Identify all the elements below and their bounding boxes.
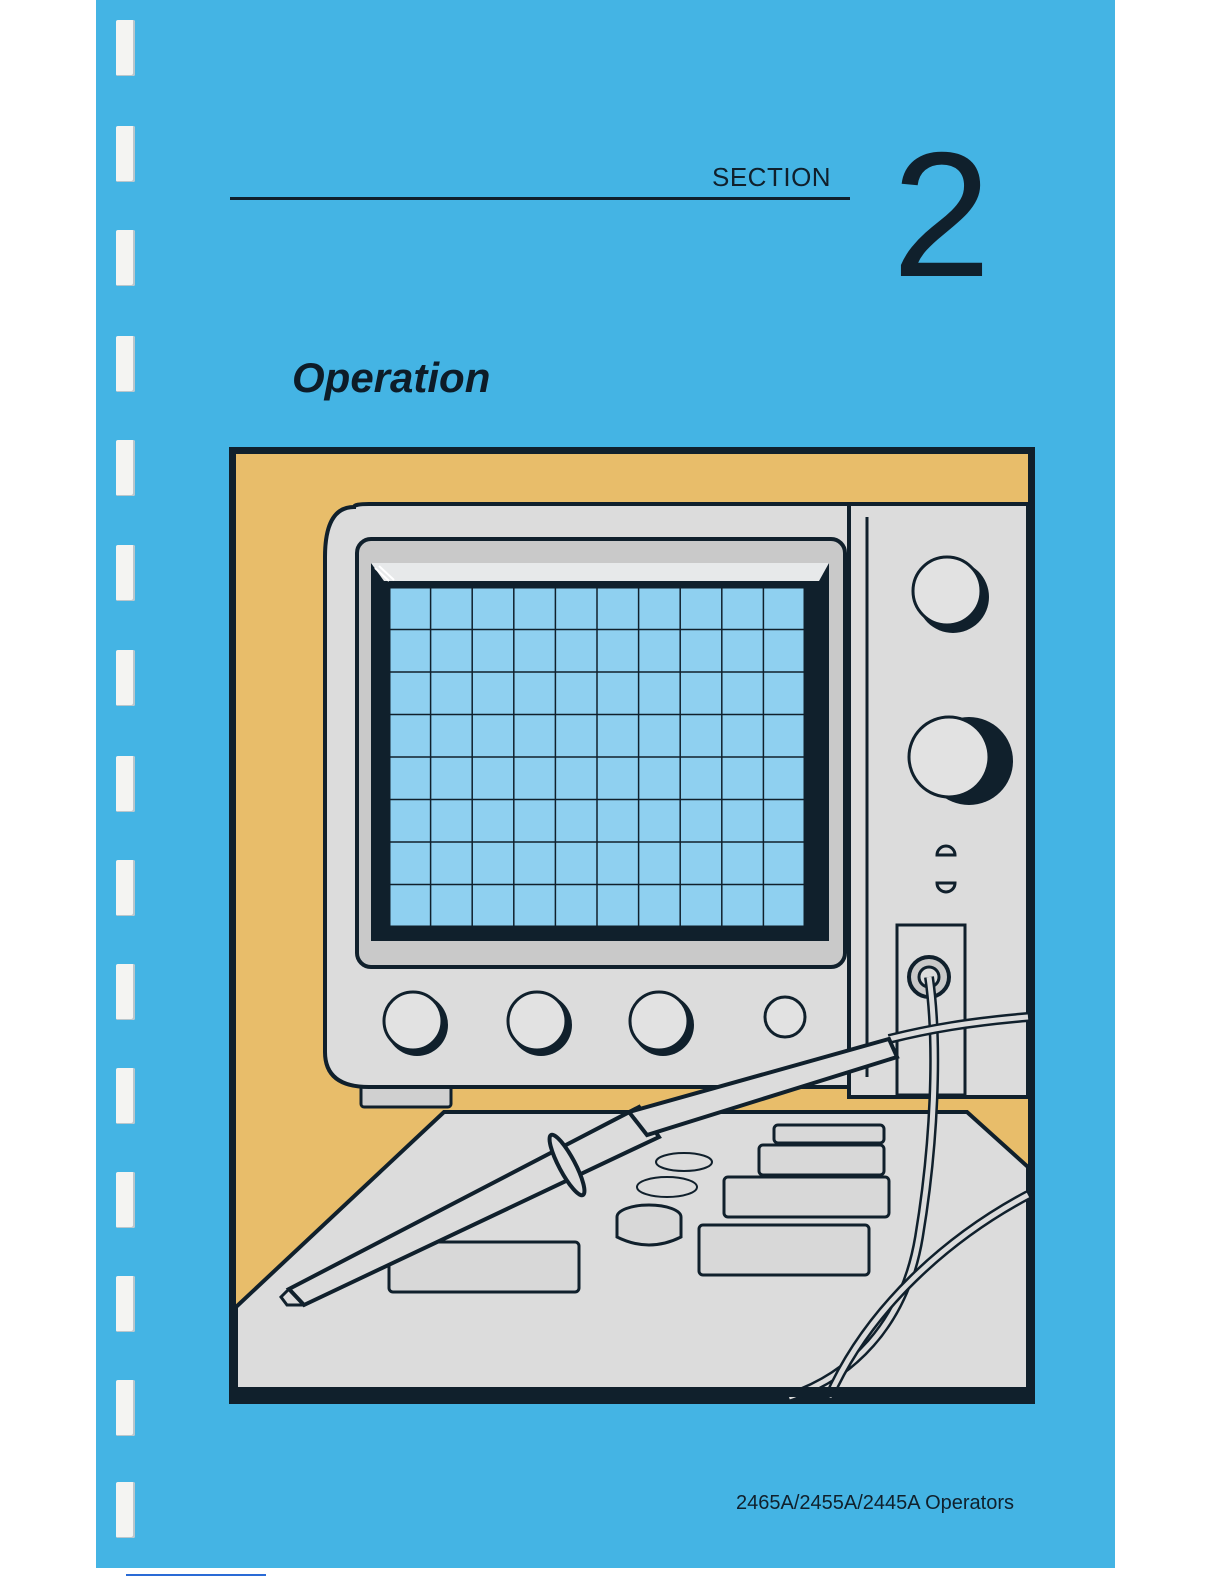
binding-hole [116, 860, 135, 916]
binding-hole [116, 126, 135, 182]
binding-hole [116, 1276, 135, 1332]
binding-hole [116, 1482, 135, 1538]
oscilloscope-illustration [229, 447, 1035, 1404]
binding-hole [116, 1172, 135, 1228]
binding-hole [116, 336, 135, 392]
page-title: Operation [292, 354, 490, 402]
header-rule [230, 197, 850, 200]
binding-hole [116, 1068, 135, 1124]
crt-screen [389, 587, 805, 927]
binding-hole [116, 964, 135, 1020]
binding-hole [116, 650, 135, 706]
section-label: SECTION [712, 162, 831, 193]
binding-hole [116, 756, 135, 812]
section-number: 2 [892, 126, 991, 304]
binding-hole [116, 20, 135, 76]
manual-title: 2465A/2455A/2445A Operators [736, 1492, 1014, 1515]
binding-hole [116, 1380, 135, 1436]
bottom-link[interactable] [126, 1574, 266, 1576]
binding-hole [116, 230, 135, 286]
binding-hole [116, 545, 135, 601]
binding-hole [116, 440, 135, 496]
